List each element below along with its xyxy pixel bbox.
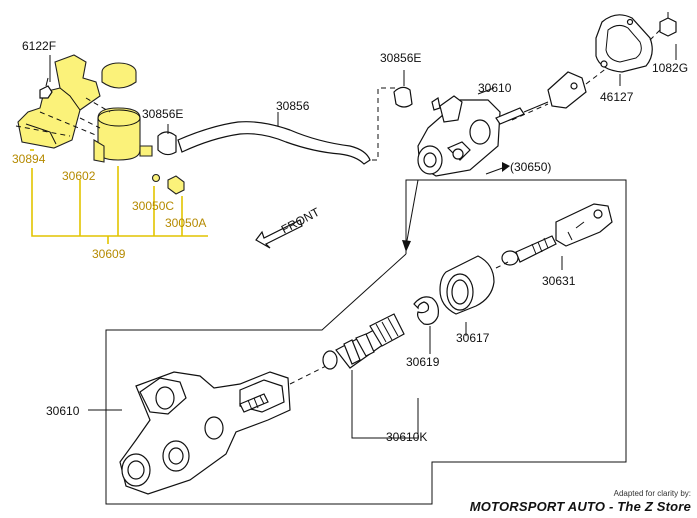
label-30856: 30856 [276,99,310,113]
bolt-6122f [39,85,53,99]
label-6122f: 6122F [22,39,56,53]
label-30610k: 30610K [386,430,427,444]
hose-clamp-left [157,131,177,156]
label-30631: 30631 [542,274,576,288]
label-30619: 30619 [406,355,440,369]
label-30050a: 30050A [165,216,206,230]
label-30617: 30617 [456,331,490,345]
exploded-view-frame [105,179,627,505]
credit-brand: MOTORSPORT AUTO - The Z Store [469,499,691,514]
hose-assembly [157,70,413,165]
washer-30050c [151,173,161,183]
group-bracket-lines [31,166,208,244]
label-30602: 30602 [62,169,96,183]
push-rod-end [501,250,519,266]
reservoir-bracket [17,54,101,149]
master-cylinder-top [417,63,613,177]
push-rod [515,235,557,263]
label-30609: 30609 [92,247,126,261]
label-46127: 46127 [600,90,634,104]
label-1082g: 1082G [652,61,688,75]
front-arrow: FRONT [255,205,323,249]
label-30856e-right: 30856E [380,51,421,65]
credit-subtitle: Adapted for clarity by: [613,489,691,498]
label-30894: 30894 [12,152,46,166]
label-30610-top: 30610 [478,81,512,95]
clevis-top [547,71,587,109]
nut-1082g [659,17,677,37]
front-label: FRONT [279,205,323,237]
exploded-parts [88,203,613,495]
push-rod-clevis [555,203,613,247]
snap-ring [413,296,439,325]
reservoir-hose [177,121,371,165]
piston-end [322,350,338,370]
label-30050c: 30050C [132,199,174,213]
label-30650: (30650) [510,160,551,174]
label-30856e-left: 30856E [142,107,183,121]
dash-gasket-group [595,12,677,86]
reservoir-assembly-group [17,54,208,244]
label-30610-main: 30610 [46,404,80,418]
bolt-30050a [167,175,185,195]
hose-clamp-right [393,86,413,108]
